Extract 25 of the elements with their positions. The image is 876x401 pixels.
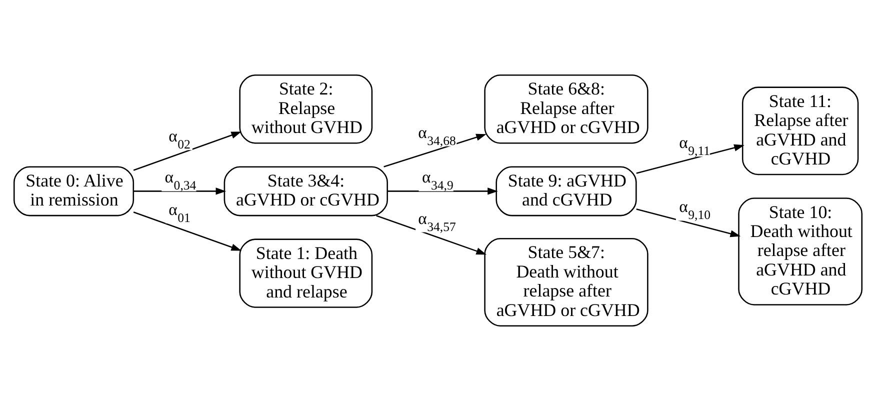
edge-label: α$_{9,10}$ [679,197,711,222]
arrow [133,132,242,171]
arrow [376,215,487,255]
edge-label: α$_{01}$ [168,200,190,225]
arrow [636,208,741,238]
node-box: State 5&7: Death without relapse after aGVHD or cGVHD [484,238,648,327]
node-box: State 3&4: aGVHD or cGVHD [224,166,388,216]
node-box: State 10: Death without relapse after aGVHD and cGVHD [738,198,863,306]
edge-label: α$_{02}$ [168,126,190,152]
arrow [384,134,486,168]
node-box: State 6&8: Relapse after aGVHD or cGVHD [484,74,648,144]
node-box: State 9: aGVHD and cGVHD [496,166,637,216]
node-box: State 1: Death without GVHD and relapse [239,238,373,308]
node-box: State 2: Relapse without GVHD [239,74,373,144]
arrow [388,188,498,195]
edge-label: α$_{0,34}$ [164,168,196,193]
node-box: State 0: Alive in remission [13,166,134,216]
arrow [134,188,226,195]
arrow [133,212,242,251]
arrow [636,144,744,174]
edge-label: α$_{9,11}$ [679,133,710,158]
edge-label: α$_{34,68}$ [418,122,456,148]
node-box: State 11: Relapse after aGVHD and cGVHD [742,86,859,176]
edge-label: α$_{34,9}$ [422,168,454,193]
edge-label: α$_{34,57}$ [418,208,456,234]
